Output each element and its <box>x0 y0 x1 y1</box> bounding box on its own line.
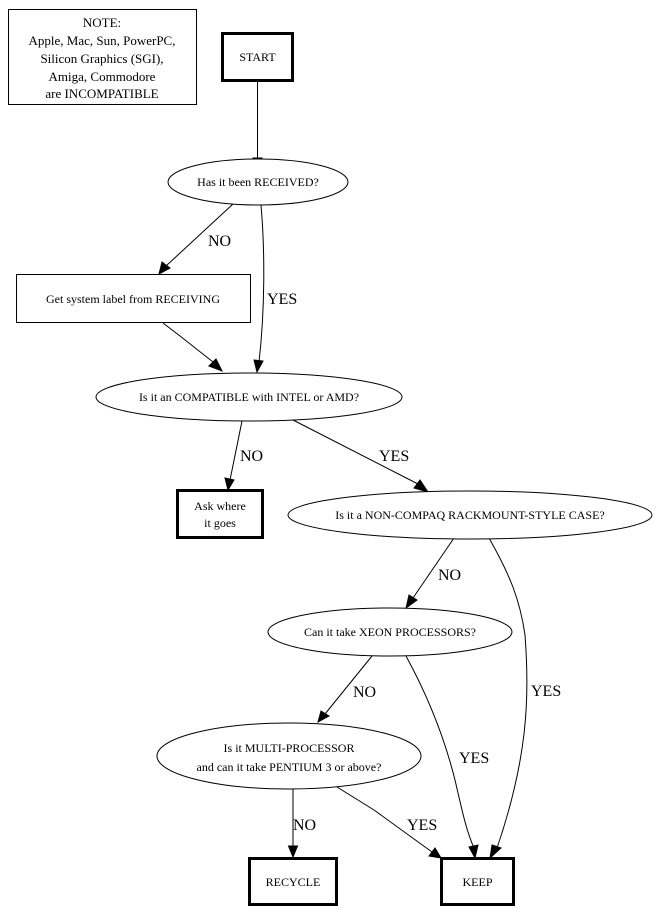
node-label: START <box>239 50 276 64</box>
edge-compatible-ask <box>229 420 243 481</box>
edge-received-compatible <box>258 204 265 363</box>
node-label: and can it take PENTIUM 3 or above? <box>197 760 382 774</box>
node-ask: Ask where it goes <box>176 489 264 539</box>
edge-xeon-multi <box>324 655 373 715</box>
arrowhead <box>428 847 442 859</box>
note-line: Apple, Mac, Sun, PowerPC, <box>29 33 176 48</box>
edge-label-no: NO <box>293 817 316 834</box>
edge-label-yes: YES <box>379 448 409 465</box>
edge-getlabel-compatible <box>162 322 214 363</box>
node-label: it goes <box>204 516 236 530</box>
edge-received-getlabel <box>165 203 234 267</box>
note-box: NOTE: Apple, Mac, Sun, PowerPC, Silicon … <box>8 9 197 105</box>
arrowhead <box>253 359 264 374</box>
node-received: Has it been RECEIVED? <box>167 158 349 206</box>
node-label: KEEP <box>463 875 493 889</box>
node-rackmount: Is it a NON-COMPAQ RACKMOUNT-STYLE CASE? <box>287 490 653 540</box>
node-xeon: Can it take XEON PROCESSORS? <box>267 607 513 657</box>
arrowhead <box>287 845 299 859</box>
edge-label-no: NO <box>353 684 376 701</box>
edge-xeon-keep <box>405 655 475 849</box>
node-compatible: Is it an COMPATIBLE with INTEL or AMD? <box>95 372 403 422</box>
note-line: NOTE: <box>83 15 121 30</box>
arrowhead <box>224 477 235 492</box>
edge-label-yes: YES <box>267 291 297 308</box>
node-get-label: Get system label from RECEIVING <box>16 274 251 323</box>
node-label: RECYCLE <box>266 875 321 889</box>
edge-multi-keep <box>336 786 433 853</box>
note-line: Silicon Graphics (SGI), <box>40 51 163 66</box>
node-keep: KEEP <box>440 857 515 906</box>
edge-rackmount-keep <box>488 537 528 849</box>
node-label: Get system label from RECEIVING <box>46 292 220 306</box>
edge-rackmount-xeon <box>412 537 455 599</box>
arrowhead <box>413 479 430 493</box>
arrowhead <box>489 844 502 860</box>
note-line: Amiga, Commodore <box>49 69 156 84</box>
node-label: Ask where <box>194 499 246 513</box>
arrowhead <box>208 358 224 372</box>
arrowhead <box>158 261 171 275</box>
edge-label-yes: YES <box>459 750 489 767</box>
edges: NO YES NO YES NO YES NO YES <box>158 81 561 860</box>
node-start: START <box>221 32 294 82</box>
node-label: Can it take XEON PROCESSORS? <box>304 625 476 639</box>
edge-label-yes: YES <box>531 683 561 700</box>
node-label: Is it an COMPATIBLE with INTEL or AMD? <box>139 390 359 404</box>
note-line: are INCOMPATIBLE <box>45 86 158 101</box>
arrowhead <box>468 844 479 860</box>
edge-label-yes: YES <box>407 817 437 834</box>
node-multi: Is it MULTI-PROCESSOR and can it take PE… <box>156 722 422 790</box>
node-label: Is it a NON-COMPAQ RACKMOUNT-STYLE CASE? <box>335 508 604 522</box>
edge-label-no: NO <box>208 233 231 250</box>
node-label: Is it MULTI-PROCESSOR <box>224 741 355 755</box>
edge-label-no: NO <box>438 567 461 584</box>
arrowhead <box>405 594 418 610</box>
node-recycle: RECYCLE <box>248 857 338 906</box>
node-label: Has it been RECEIVED? <box>197 175 319 189</box>
edge-label-no: NO <box>240 448 263 465</box>
arrowhead <box>317 710 330 724</box>
edge-compatible-rackmount <box>292 419 419 485</box>
